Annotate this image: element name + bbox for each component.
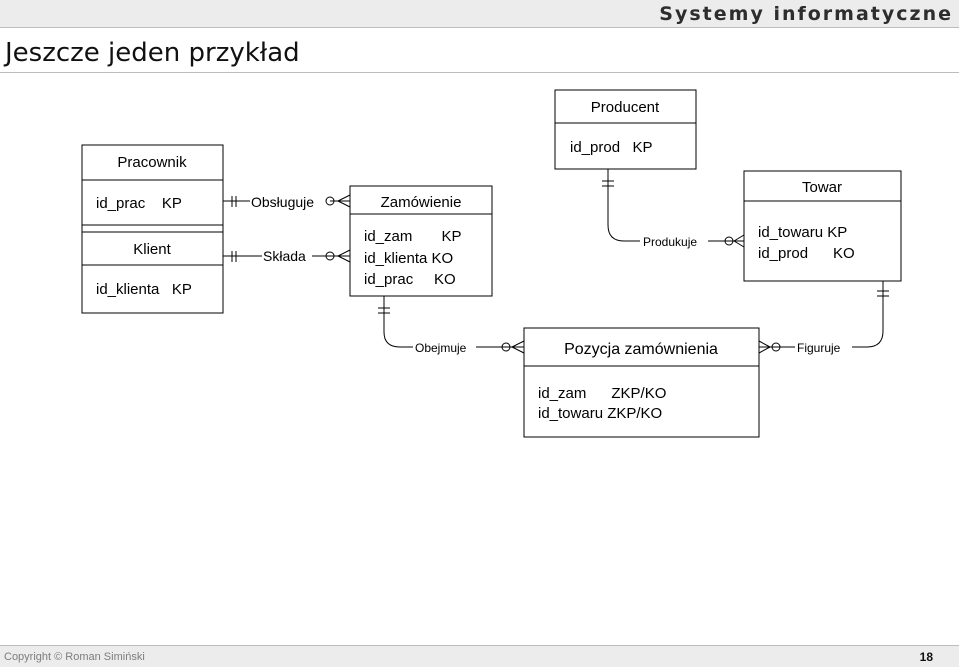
relationship-line-sklada <box>223 249 351 263</box>
entity-zamowienie-attr: id_klienta KO <box>364 250 453 267</box>
relationship-label-obsluguje: Obsługuje <box>251 194 314 210</box>
page-number: 18 <box>919 650 933 664</box>
entity-pozycja-attr: id_zam ZKP/KO <box>538 385 666 402</box>
relationship-line-obsluguje <box>223 194 351 208</box>
relationship-line-produkuje <box>602 169 745 248</box>
entity-klient-attr: id_klienta KP <box>96 281 192 298</box>
entity-pracownik-attr: id_prac KP <box>96 195 182 212</box>
entity-klient-name: Klient <box>133 241 171 258</box>
relationship-label-produkuje: Produkuje <box>643 235 697 249</box>
copyright-text: Copyright © Roman Simiński <box>4 651 145 663</box>
entity-towar-attr: id_towaru KP <box>758 224 847 241</box>
entity-towar-box <box>743 170 902 282</box>
footer-bar: Copyright © Roman Simiński 18 <box>0 645 959 667</box>
entity-pozycja-box <box>523 327 760 438</box>
entity-zamowienie-attr: id_zam KP <box>364 228 462 245</box>
relationship-line-obejmuje <box>378 296 525 354</box>
entity-zamowienie-name: Zamówienie <box>381 194 462 211</box>
er-diagram: Pracownik id_prac KP Klient id_klienta K… <box>81 89 902 438</box>
relationship-label-sklada: Składa <box>263 248 306 264</box>
slide-title: Jeszcze jeden przykład <box>5 38 300 68</box>
entity-towar-name: Towar <box>802 179 842 196</box>
entity-producent-attr: id_prod KP <box>570 139 653 156</box>
course-title: Systemy informatyczne <box>659 3 953 25</box>
entity-zamowienie-attr: id_prac KO <box>364 271 456 288</box>
entity-pozycja-name: Pozycja zamównienia <box>564 341 718 358</box>
title-divider <box>0 72 959 73</box>
relationship-line-figuruje <box>758 281 889 354</box>
entity-pozycja-attr: id_towaru ZKP/KO <box>538 405 662 422</box>
entity-producent-name: Producent <box>591 99 660 116</box>
relationship-label-obejmuje: Obejmuje <box>415 341 467 355</box>
entity-pracownik-box <box>81 144 224 314</box>
relationship-label-figuruje: Figuruje <box>797 341 841 355</box>
entity-producent-box <box>554 89 697 170</box>
entity-pracownik-name: Pracownik <box>117 154 187 171</box>
header-bar: Systemy informatyczne <box>0 0 959 28</box>
entity-towar-attr: id_prod KO <box>758 245 855 262</box>
entity-zamowienie-box <box>349 185 493 297</box>
